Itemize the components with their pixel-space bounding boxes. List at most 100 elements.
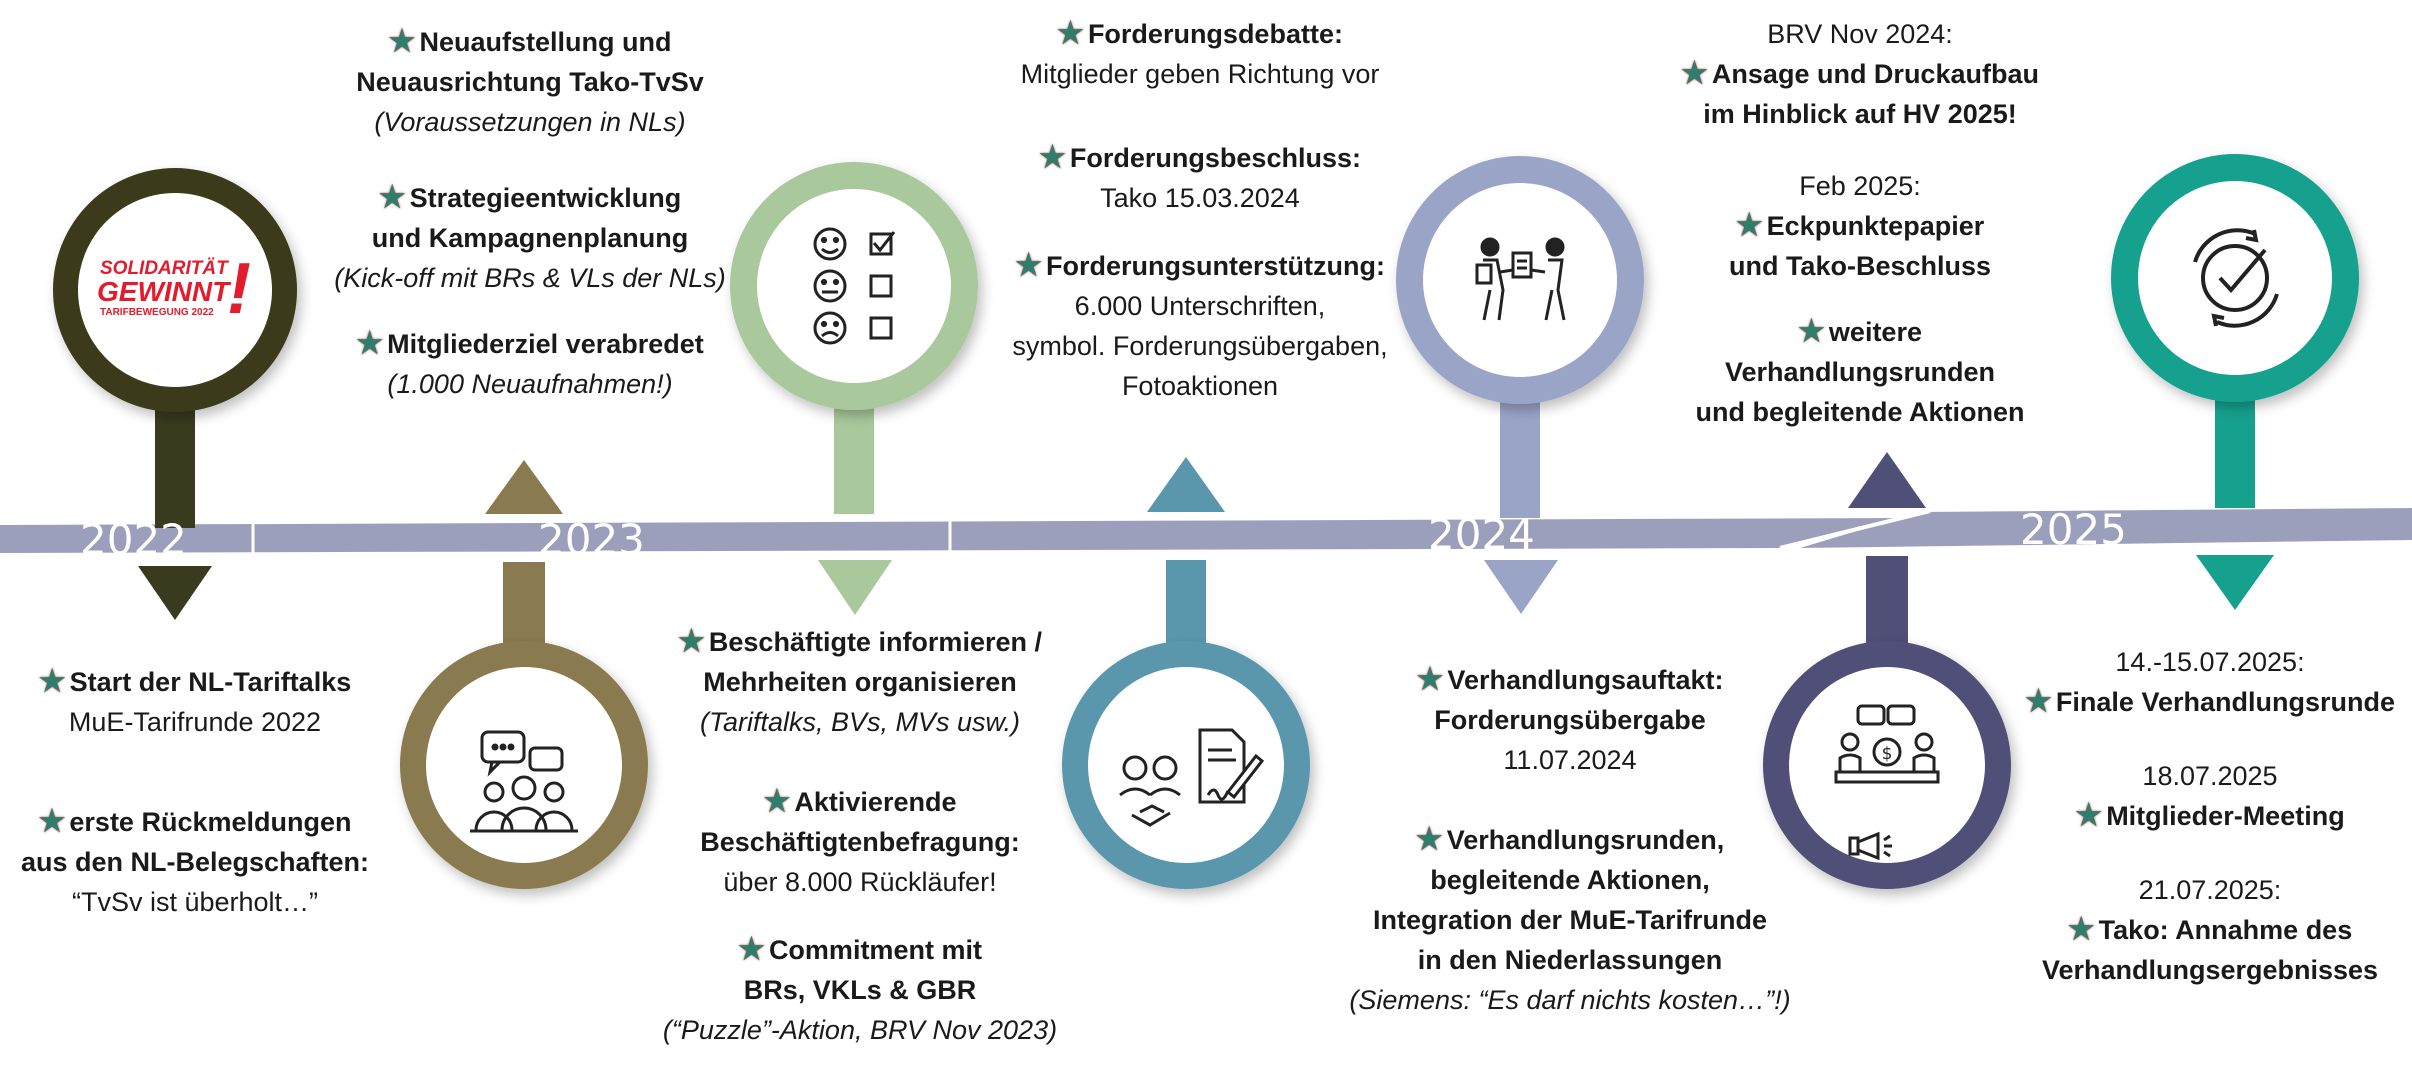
block-line: (Siemens: “Es darf nichts kosten…”!) (1349, 985, 1791, 1015)
block-line: Commitment mit (768, 935, 982, 965)
year-2024: 2024 (1428, 510, 1535, 559)
block-line: Start der NL-Tariftalks (69, 667, 352, 697)
star-icon: ★ (763, 785, 791, 818)
goal-achieved-icon (2193, 228, 2279, 328)
block-line: 21.07.2025: (2138, 875, 2282, 905)
block-line: und begleitende Aktionen (1695, 397, 2025, 427)
block-line: MuE-Tarifrunde 2022 (68, 707, 322, 737)
solidaritaet-gewinnt-logo: SOLIDARITÄT GEWINNT TARIFBEWEGUNG 2022 ! (95, 249, 265, 334)
block-feb-2025: Feb 2025: ★Eckpunktepapier und Tako-Besc… (1650, 166, 2070, 286)
block-line: Mitglieder-Meeting (2106, 801, 2345, 831)
block-line: aus den NL-Belegschaften: (20, 847, 370, 877)
block-line: im Hinblick auf HV 2025! (1703, 99, 2017, 129)
negotiation-icon: $ (1834, 704, 1940, 861)
block-line: Mitglieder geben Richtung vor (1020, 59, 1380, 89)
block-line: Forderungsübergabe (1434, 705, 1706, 735)
star-icon: ★ (1015, 249, 1042, 282)
block-mitgliederziel: ★Mitgliederziel verabredet (1.000 Neuauf… (310, 324, 750, 404)
block-line: Verhandlungsauftakt: (1447, 665, 1724, 695)
block-line: BRV Nov 2024: (1767, 19, 1953, 49)
block-line: begleitende Aktionen, (1430, 865, 1710, 895)
block-line: symbol. Forderungsübergaben, (1012, 331, 1388, 361)
logo-line-1: SOLIDARITÄT (100, 258, 228, 279)
block-befragung: ★Aktivierende Beschäftigtenbefragung: üb… (640, 782, 1080, 902)
block-line: Ansage und Druckaufbau (1711, 59, 2039, 89)
pin-2022 (53, 168, 297, 620)
block-line: Forderungsdebatte: (1087, 19, 1343, 49)
block-line: 6.000 Unterschriften, (1074, 291, 1326, 321)
block-line: und Tako-Beschluss (1728, 251, 1992, 281)
block-line: Finale Verhandlungsrunde (2055, 687, 2395, 717)
block-line: Beschäftigtenbefragung: (700, 827, 1020, 857)
star-icon: ★ (1681, 57, 1708, 90)
block-finale-runde: 14.-15.07.2025: ★Finale Verhandlungsrund… (2010, 642, 2410, 722)
star-icon: ★ (2067, 913, 2095, 946)
block-line: Tako 15.03.2024 (1100, 183, 1300, 213)
block-line: weitere (1828, 317, 1922, 347)
block-mitglieder-meeting: 18.07.2025 ★Mitglieder-Meeting (2010, 756, 2410, 836)
star-icon: ★ (678, 625, 705, 658)
block-line: und Kampagnenplanung (371, 223, 689, 253)
pin-2025b (2111, 154, 2359, 610)
star-icon: ★ (356, 327, 384, 360)
block-line: “TvSv ist überholt…” (71, 887, 319, 917)
block-brv-nov-2024: BRV Nov 2024: ★Ansage und Druckaufbau im… (1650, 14, 2070, 134)
star-icon: ★ (1416, 663, 1444, 696)
star-icon: ★ (1415, 823, 1443, 856)
year-2023: 2023 (538, 515, 645, 564)
block-line: Verhandlungsrunden (1724, 357, 1996, 387)
timeline-bar (0, 508, 2412, 553)
pin-2023a (400, 460, 648, 889)
star-icon: ★ (388, 25, 416, 58)
block-commitment: ★Commitment mit BRs, VKLs & GBR (“Puzzle… (620, 930, 1100, 1050)
block-verhandlungsauftakt: ★Verhandlungsauftakt: Forderungsübergabe… (1340, 660, 1800, 780)
block-line: (1.000 Neuaufnahmen!) (387, 369, 673, 399)
star-icon: ★ (378, 181, 406, 214)
block-line: (Voraussetzungen in NLs) (374, 107, 686, 137)
star-icon: ★ (1798, 315, 1825, 348)
year-2022: 2022 (80, 515, 187, 564)
star-icon: ★ (738, 933, 765, 966)
block-line: (Tariftalks, BVs, MVs usw.) (699, 707, 1021, 737)
block-line: 14.-15.07.2025: (2115, 647, 2305, 677)
conversation-group-icon (470, 730, 578, 833)
block-forderungsbeschluss: ★Forderungsbeschluss: Tako 15.03.2024 (975, 138, 1425, 218)
pin-2023b (730, 162, 978, 615)
pin-2024b (1396, 156, 1644, 614)
star-icon: ★ (38, 665, 66, 698)
block-strategie: ★Strategieentwicklung und Kampagnenplanu… (310, 178, 750, 298)
block-line: Verhandlungsergebnisses (2041, 955, 2379, 985)
block-verhandlungsrunden: ★Verhandlungsrunden, begleitende Aktione… (1330, 820, 1810, 1020)
block-line: Tako: Annahme des (2098, 915, 2353, 945)
block-line: in den Niederlassungen (1417, 945, 1723, 975)
block-beschaeftigte-informieren: ★Beschäftigte informieren / Mehrheiten o… (640, 622, 1080, 742)
star-icon: ★ (38, 805, 66, 838)
logo-line-2: GEWINNT (97, 276, 230, 307)
star-icon: ★ (1735, 209, 1763, 242)
block-tako-annahme: 21.07.2025: ★Tako: Annahme des Verhandlu… (2010, 870, 2410, 990)
block-line: Mitgliederziel verabredet (387, 329, 704, 359)
star-icon: ★ (1057, 17, 1084, 50)
block-line: Integration der MuE-Tarifrunde (1372, 905, 1767, 935)
block-forderungsdebatte: ★Forderungsdebatte: Mitglieder geben Ric… (975, 14, 1425, 94)
block-line: Forderungsbeschluss: (1069, 143, 1361, 173)
block-line: (“Puzzle”-Aktion, BRV Nov 2023) (662, 1015, 1058, 1045)
block-line: (Kick-off mit BRs & VLs der NLs) (334, 263, 726, 293)
star-icon: ★ (1039, 141, 1066, 174)
pin-2024a (1062, 457, 1310, 889)
block-line: Mehrheiten organisieren (703, 667, 1017, 697)
block-weitere-runden: ★weitere Verhandlungsrunden und begleite… (1650, 312, 2070, 432)
block-line: erste Rückmeldungen (69, 807, 352, 837)
star-icon: ★ (2025, 685, 2052, 718)
year-2025: 2025 (2020, 505, 2127, 554)
block-line: Beschäftigte informieren / (708, 627, 1042, 657)
block-line: Eckpunktepapier (1766, 211, 1985, 241)
block-neuaufstellung: ★Neuaufstellung und Neuausrichtung Tako-… (310, 22, 750, 142)
block-erste-rueckmeldungen: ★erste Rückmeldungen aus den NL-Belegsch… (10, 802, 380, 922)
block-line: Aktivierende (794, 787, 957, 817)
star-icon: ★ (2075, 799, 2103, 832)
block-line: 11.07.2024 (1503, 745, 1637, 775)
block-line: Feb 2025: (1799, 171, 1921, 201)
logo-line-3: TARIFBEWEGUNG 2022 (100, 307, 214, 318)
